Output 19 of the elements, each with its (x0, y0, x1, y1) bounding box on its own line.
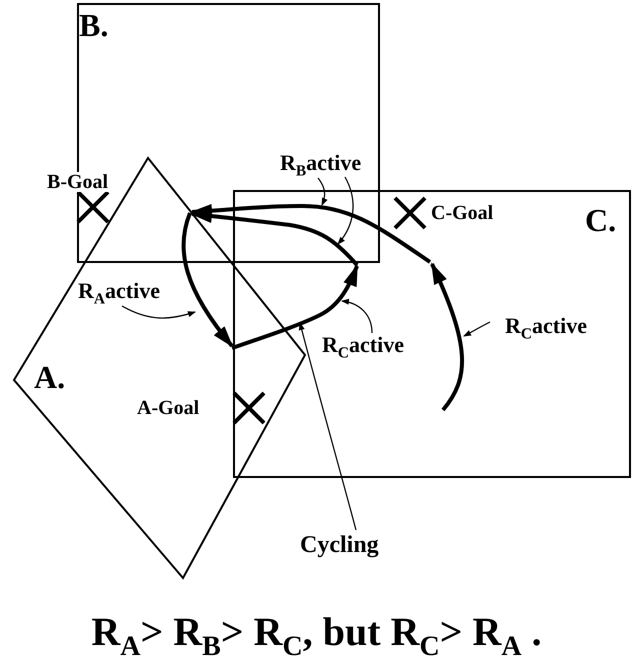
annotation-text: R$_{A}$active (78, 280, 160, 302)
goal-label: B-Goal (47, 172, 108, 192)
leader-line (337, 176, 354, 245)
annotation-text: R$_{C}$active (322, 334, 404, 356)
trajectory-arrow (430, 262, 464, 412)
trajectory-arrow (190, 204, 432, 264)
region-box (233, 190, 631, 478)
leader-line (122, 305, 196, 319)
leader-line (341, 299, 373, 334)
annotation-text: R$_{C}$active (505, 315, 587, 337)
region-heading: A. (34, 361, 66, 393)
region-heading: C. (585, 204, 616, 236)
caption: R$_{A}$> R$_{B}$> R$_{C}$, but R$_{C}$> R$_{A}$ . (91, 609, 542, 654)
leader-line (318, 178, 328, 206)
region-heading: B. (79, 9, 108, 41)
annotation-text: Cycling (300, 533, 379, 557)
trajectory-arrow (182, 212, 234, 348)
annotation-text: R$_{B}$active (280, 152, 362, 174)
leader-line (463, 321, 490, 337)
